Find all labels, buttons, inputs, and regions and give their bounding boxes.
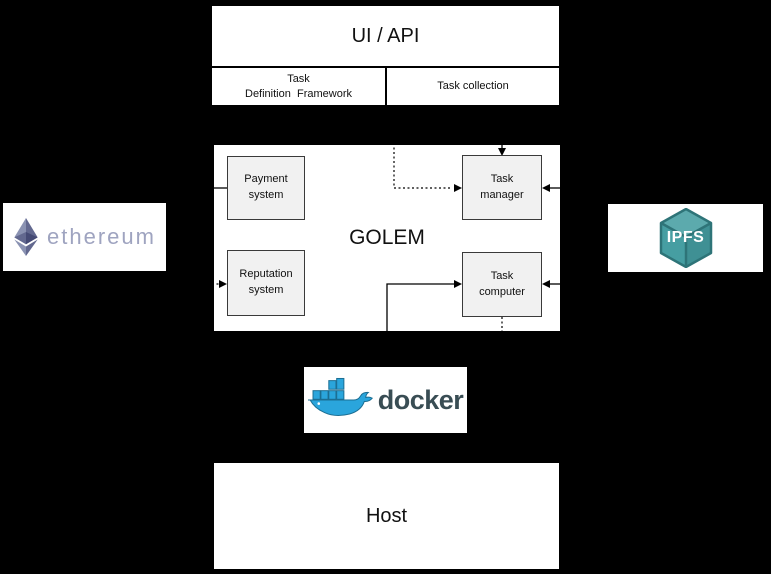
task-computer-line1: Task	[490, 269, 514, 282]
task-definition-line1: Task	[287, 72, 310, 85]
task-computer-line2: computer	[479, 285, 525, 298]
task-collection-cell: Task collection	[387, 68, 559, 105]
docker-wordmark: docker	[377, 384, 464, 415]
ipfs-box: IPFS	[608, 204, 763, 272]
task-manager-box: Task manager	[462, 155, 542, 220]
task-computer-box: Task computer	[462, 252, 542, 317]
docker-box: docker	[304, 367, 467, 433]
task-manager-line2: manager	[480, 188, 524, 201]
reputation-system-line1: Reputation	[239, 268, 293, 281]
reputation-system-line2: system	[248, 284, 284, 296]
task-definition-line2: Definition Framework	[245, 87, 352, 100]
ethereum-wordmark: ethereum	[47, 224, 156, 249]
task-collection-label: Task collection	[437, 80, 509, 93]
payment-system-box: Payment system	[227, 156, 305, 220]
ethereum-logo-icon	[14, 218, 38, 256]
host-title: Host	[365, 504, 408, 527]
docker-whale-icon	[307, 377, 373, 416]
ui-api-subrow: Task Definition Framework Task collectio…	[212, 66, 559, 105]
ui-api-title: UI / API	[351, 24, 420, 47]
payment-system-line2: system	[248, 189, 284, 201]
payment-system-line1: Payment	[244, 173, 288, 186]
task-definition-framework-cell: Task Definition Framework	[212, 68, 387, 105]
reputation-system-box: Reputation system	[227, 250, 305, 316]
ethereum-box: ethereum	[3, 203, 166, 271]
ipfs-label: IPFS	[666, 229, 705, 246]
task-manager-line1: Task	[490, 172, 514, 185]
ui-api-box: UI / API Task Definition Framework Task …	[210, 4, 561, 107]
host-box: Host	[212, 461, 561, 571]
ipfs-cube-icon	[659, 207, 712, 269]
